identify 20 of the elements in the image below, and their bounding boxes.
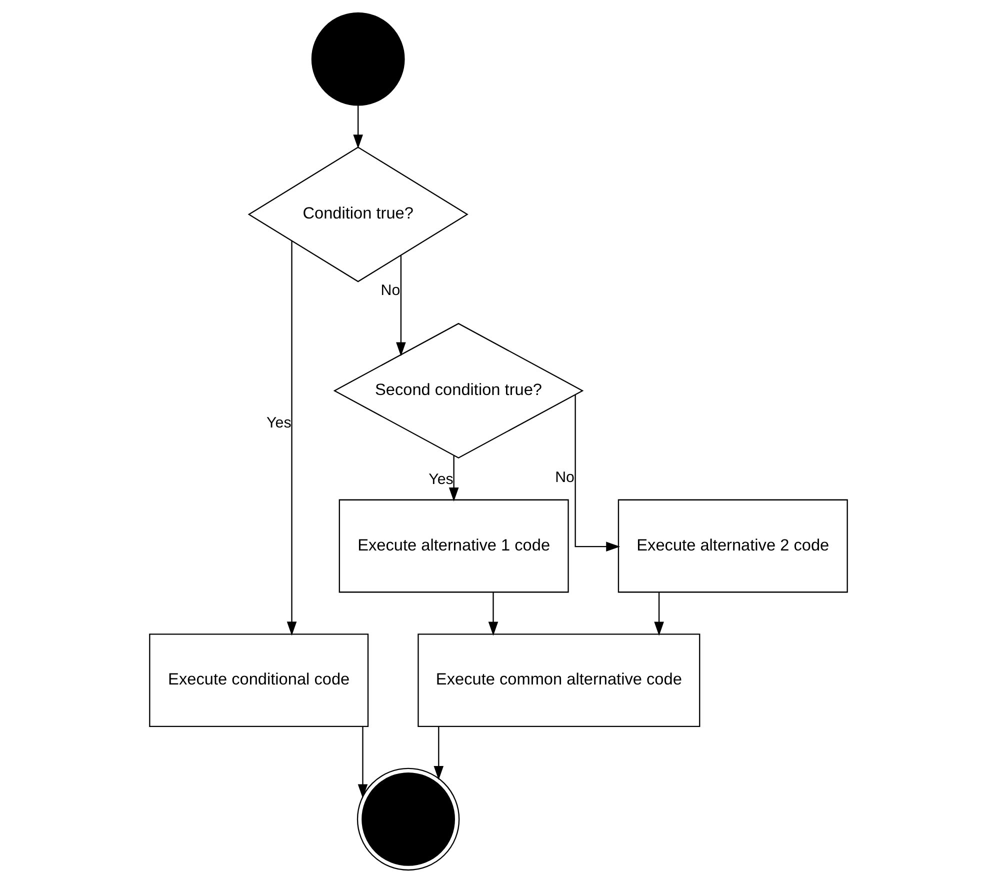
- edge-label: No: [554, 469, 574, 486]
- arrow: [396, 255, 406, 356]
- edge-label: No: [380, 282, 400, 299]
- node-box: Execute common alternative code: [417, 634, 700, 727]
- arrow: [286, 240, 296, 636]
- node-circle: [310, 12, 404, 106]
- arrow: [448, 456, 458, 502]
- node-box: Execute alternative 1 code: [338, 499, 568, 593]
- node-box: Execute alternative 2 code: [617, 499, 848, 593]
- arrow: [574, 394, 620, 552]
- edge-label: Yes: [428, 471, 453, 488]
- edge-label: Yes: [266, 414, 291, 432]
- arrow: [488, 592, 498, 636]
- arrow: [352, 105, 362, 149]
- arrow: [433, 726, 444, 780]
- node-diamond: Condition true?: [247, 146, 468, 282]
- node-box: Execute conditional code: [148, 634, 368, 727]
- node-diamond: Second condition true?: [332, 322, 584, 459]
- arrow: [654, 592, 664, 636]
- arrow: [357, 726, 368, 798]
